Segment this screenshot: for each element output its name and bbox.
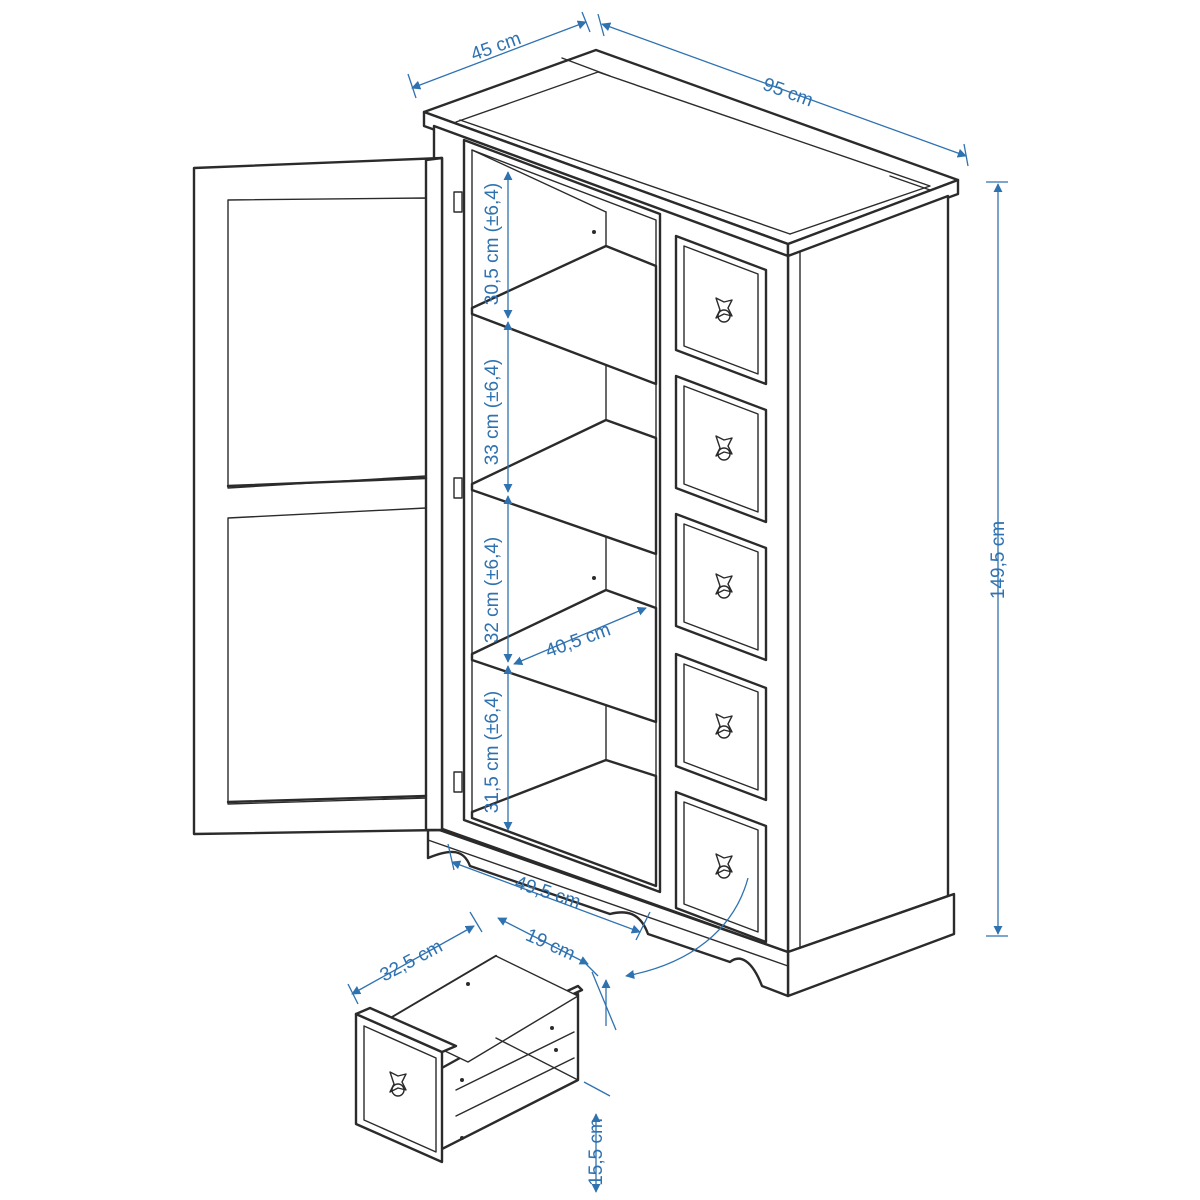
drawer-width-label: 19 cm <box>522 925 578 965</box>
drawer-depth-label: 32,5 cm <box>377 936 447 986</box>
drawer-4[interactable] <box>674 652 768 802</box>
drawer-handle-icon <box>389 1071 407 1097</box>
width-label: 95 cm <box>760 74 816 111</box>
pull-out-arrow-icon <box>625 877 749 979</box>
drawer-handle-icon <box>715 713 733 739</box>
cabinet-right-side <box>786 194 950 954</box>
door-hinge-icon <box>453 191 463 793</box>
shelf-4 <box>470 758 658 888</box>
shelf3-label: 32 cm (±6,4) <box>482 537 503 644</box>
drawer-1[interactable] <box>674 234 768 386</box>
shelf-1 <box>470 244 658 386</box>
shelf1-label: 30,5 cm (±6,4) <box>482 183 503 305</box>
shelf4-label: 31,5 cm (±6,4) <box>482 691 503 813</box>
drawer-handle-icon <box>715 435 733 461</box>
drawer-handle-icon <box>715 297 733 323</box>
drawer-5[interactable] <box>674 790 768 944</box>
open-door[interactable] <box>192 156 463 836</box>
shelf2-label: 33 cm (±6,4) <box>482 359 503 466</box>
height-label: 149,5 cm <box>988 521 1009 599</box>
drawers <box>674 234 768 944</box>
shelf-2 <box>470 418 658 556</box>
cabinet <box>422 48 960 998</box>
depth-label: 45 cm <box>468 28 524 65</box>
dimension-lines <box>347 11 1008 1193</box>
drawer-handle-icon <box>715 853 733 879</box>
drawer-height-label: 15,5 cm <box>586 1118 607 1186</box>
pulled-out-drawer <box>354 954 584 1164</box>
drawer-3[interactable] <box>674 512 768 662</box>
drawer-handle-icon <box>715 573 733 599</box>
drawer-2[interactable] <box>674 374 768 524</box>
